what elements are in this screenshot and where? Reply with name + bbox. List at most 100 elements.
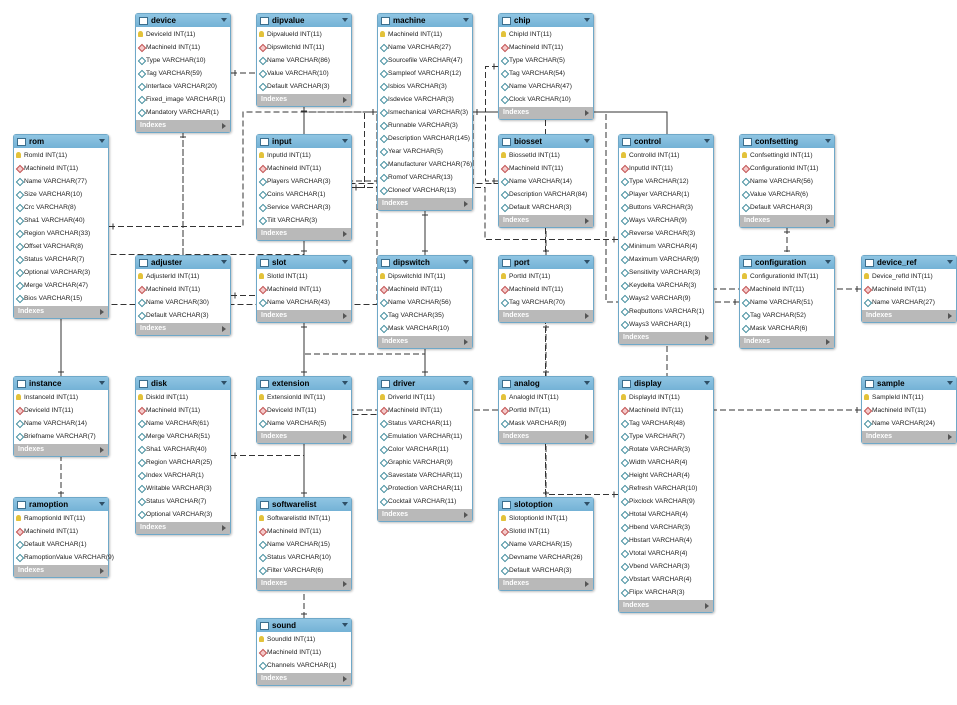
column-row[interactable]: Type VARCHAR(10) xyxy=(136,54,230,67)
column-row[interactable]: Merge VARCHAR(51) xyxy=(136,430,230,443)
indexes-section[interactable]: Indexes xyxy=(862,310,956,322)
column-row[interactable]: ConfigurationId INT(11) xyxy=(740,270,834,283)
column-row[interactable]: Name VARCHAR(77) xyxy=(14,175,108,188)
collapse-arrow-icon[interactable] xyxy=(342,139,348,143)
collapse-arrow-icon[interactable] xyxy=(99,381,105,385)
column-row[interactable]: SlotId INT(11) xyxy=(499,525,593,538)
column-row[interactable]: Ways VARCHAR(9) xyxy=(619,214,713,227)
column-row[interactable]: Isbios VARCHAR(3) xyxy=(378,80,472,93)
column-row[interactable]: Cocktail VARCHAR(11) xyxy=(378,495,472,508)
table-header[interactable]: instance xyxy=(14,377,108,390)
column-row[interactable]: Manufacturer VARCHAR(76) xyxy=(378,158,472,171)
indexes-section[interactable]: Indexes xyxy=(619,600,713,612)
column-row[interactable]: Tag VARCHAR(54) xyxy=(499,67,593,80)
column-row[interactable]: Maximum VARCHAR(9) xyxy=(619,253,713,266)
expand-arrow-icon[interactable] xyxy=(343,434,347,440)
expand-arrow-icon[interactable] xyxy=(826,218,830,224)
column-row[interactable]: Name VARCHAR(14) xyxy=(14,417,108,430)
column-row[interactable]: MachineId INT(11) xyxy=(862,283,956,296)
column-row[interactable]: Ways2 VARCHAR(9) xyxy=(619,292,713,305)
indexes-section[interactable]: Indexes xyxy=(499,431,593,443)
column-row[interactable]: MachineId INT(11) xyxy=(14,162,108,175)
indexes-section[interactable]: Indexes xyxy=(14,444,108,456)
column-row[interactable]: Status VARCHAR(10) xyxy=(257,551,351,564)
column-row[interactable]: DisplayId INT(11) xyxy=(619,391,713,404)
column-row[interactable]: RomId INT(11) xyxy=(14,149,108,162)
column-row[interactable]: Tilt VARCHAR(3) xyxy=(257,214,351,227)
column-row[interactable]: Type VARCHAR(12) xyxy=(619,175,713,188)
column-row[interactable]: Value VARCHAR(10) xyxy=(257,67,351,80)
table-header[interactable]: analog xyxy=(499,377,593,390)
column-row[interactable]: Optional VARCHAR(3) xyxy=(136,508,230,521)
column-row[interactable]: Status VARCHAR(11) xyxy=(378,417,472,430)
collapse-arrow-icon[interactable] xyxy=(584,502,590,506)
collapse-arrow-icon[interactable] xyxy=(825,139,831,143)
column-row[interactable]: Refresh VARCHAR(10) xyxy=(619,482,713,495)
column-row[interactable]: AdjusterId INT(11) xyxy=(136,270,230,283)
column-row[interactable]: Savestate VARCHAR(11) xyxy=(378,469,472,482)
indexes-section[interactable]: Indexes xyxy=(14,306,108,318)
column-row[interactable]: MachineId INT(11) xyxy=(257,283,351,296)
column-row[interactable]: Sha1 VARCHAR(40) xyxy=(136,443,230,456)
column-row[interactable]: Buttons VARCHAR(3) xyxy=(619,201,713,214)
column-row[interactable]: Sha1 VARCHAR(40) xyxy=(14,214,108,227)
column-row[interactable]: Clock VARCHAR(10) xyxy=(499,93,593,106)
column-row[interactable]: Name VARCHAR(24) xyxy=(862,417,956,430)
expand-arrow-icon[interactable] xyxy=(343,676,347,682)
expand-arrow-icon[interactable] xyxy=(705,603,709,609)
expand-arrow-icon[interactable] xyxy=(100,568,104,574)
column-row[interactable]: InputId INT(11) xyxy=(619,162,713,175)
indexes-section[interactable]: Indexes xyxy=(257,228,351,240)
table-header[interactable]: sample xyxy=(862,377,956,390)
expand-arrow-icon[interactable] xyxy=(343,231,347,237)
indexes-section[interactable]: Indexes xyxy=(499,310,593,322)
column-row[interactable]: Devname VARCHAR(26) xyxy=(499,551,593,564)
expand-arrow-icon[interactable] xyxy=(343,581,347,587)
column-row[interactable]: Name VARCHAR(86) xyxy=(257,54,351,67)
column-row[interactable]: Tag VARCHAR(70) xyxy=(499,296,593,309)
column-row[interactable]: Filter VARCHAR(6) xyxy=(257,564,351,577)
column-row[interactable]: Default VARCHAR(3) xyxy=(257,80,351,93)
indexes-section[interactable]: Indexes xyxy=(499,107,593,119)
column-row[interactable]: Default VARCHAR(3) xyxy=(499,564,593,577)
table-header[interactable]: device xyxy=(136,14,230,27)
table-header[interactable]: display xyxy=(619,377,713,390)
column-row[interactable]: Cloneof VARCHAR(13) xyxy=(378,184,472,197)
column-row[interactable]: Mask VARCHAR(6) xyxy=(740,322,834,335)
collapse-arrow-icon[interactable] xyxy=(947,260,953,264)
column-row[interactable]: Mask VARCHAR(10) xyxy=(378,322,472,335)
column-row[interactable]: MachineId INT(11) xyxy=(257,525,351,538)
table-header[interactable]: adjuster xyxy=(136,256,230,269)
column-row[interactable]: Name VARCHAR(61) xyxy=(136,417,230,430)
column-row[interactable]: Ismechanical VARCHAR(3) xyxy=(378,106,472,119)
column-row[interactable]: Pixclock VARCHAR(9) xyxy=(619,495,713,508)
column-row[interactable]: Merge VARCHAR(47) xyxy=(14,279,108,292)
column-row[interactable]: MachineId INT(11) xyxy=(14,525,108,538)
column-row[interactable]: Name VARCHAR(30) xyxy=(136,296,230,309)
column-row[interactable]: Flipx VARCHAR(3) xyxy=(619,586,713,599)
column-row[interactable]: Minimum VARCHAR(4) xyxy=(619,240,713,253)
column-row[interactable]: ControlId INT(11) xyxy=(619,149,713,162)
expand-arrow-icon[interactable] xyxy=(464,512,468,518)
expand-arrow-icon[interactable] xyxy=(585,434,589,440)
column-row[interactable]: Type VARCHAR(5) xyxy=(499,54,593,67)
collapse-arrow-icon[interactable] xyxy=(342,381,348,385)
column-row[interactable]: PortId INT(11) xyxy=(499,404,593,417)
column-row[interactable]: Tag VARCHAR(35) xyxy=(378,309,472,322)
column-row[interactable]: Description VARCHAR(145) xyxy=(378,132,472,145)
expand-arrow-icon[interactable] xyxy=(464,201,468,207)
column-row[interactable]: Name VARCHAR(43) xyxy=(257,296,351,309)
column-row[interactable]: Offset VARCHAR(8) xyxy=(14,240,108,253)
column-row[interactable]: SlotId INT(11) xyxy=(257,270,351,283)
